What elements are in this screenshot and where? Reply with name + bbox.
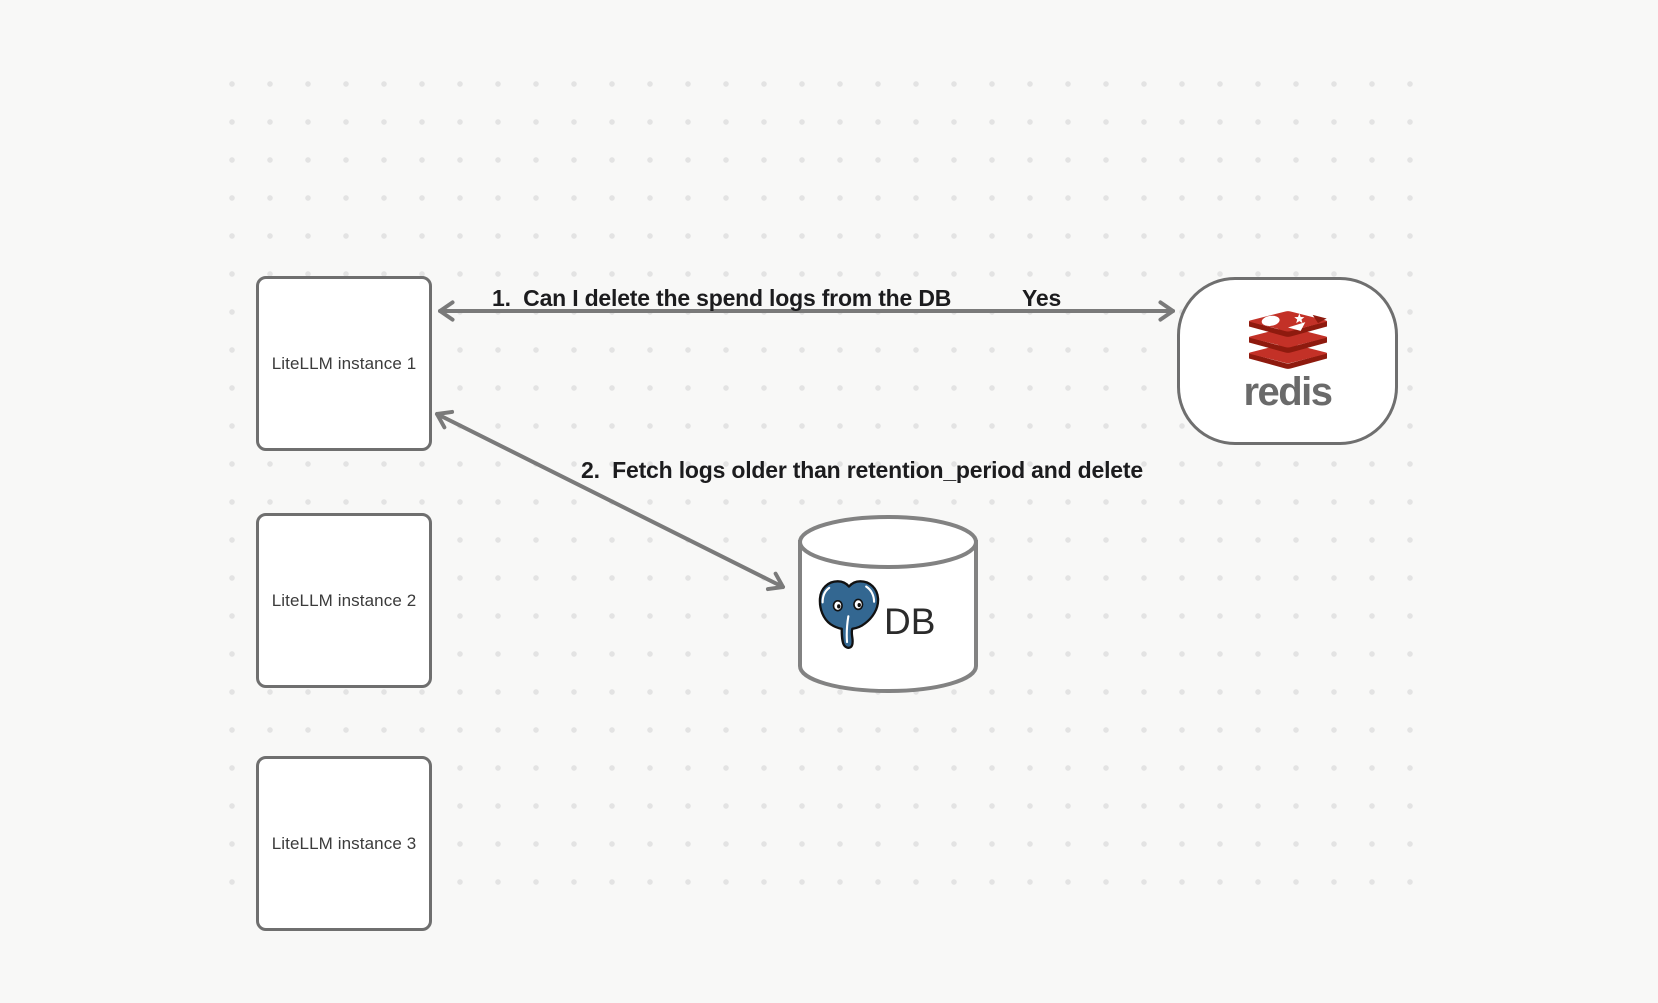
node-label: LiteLLM instance 1 — [271, 353, 417, 373]
node-label: LiteLLM instance 2 — [271, 590, 417, 610]
postgresql-elephant-icon — [818, 580, 880, 649]
notch-shape — [1312, 314, 1327, 324]
node-litellm-instance-2: LiteLLM instance 2 — [256, 513, 432, 688]
edge2-label: 2. Fetch logs older than retention_perio… — [581, 457, 1143, 483]
redis-logo-icon — [1248, 311, 1327, 369]
node-litellm-instance-3: LiteLLM instance 3 — [256, 756, 432, 931]
redis-wordmark: redis — [1243, 370, 1333, 414]
db-label: DB — [884, 601, 935, 642]
node-litellm-instance-1: LiteLLM instance 1 — [256, 276, 432, 451]
triangle-shape — [1287, 322, 1305, 331]
node-redis: redis — [1177, 277, 1398, 445]
node-db: DB — [792, 514, 984, 694]
star-shape — [1293, 313, 1304, 324]
node-label: LiteLLM instance 3 — [271, 833, 417, 853]
database-cylinder-icon: DB — [798, 515, 978, 694]
edge1-label: 1. Can I delete the spend logs from the … — [492, 285, 952, 311]
edge1-response-label: Yes — [1022, 285, 1062, 311]
